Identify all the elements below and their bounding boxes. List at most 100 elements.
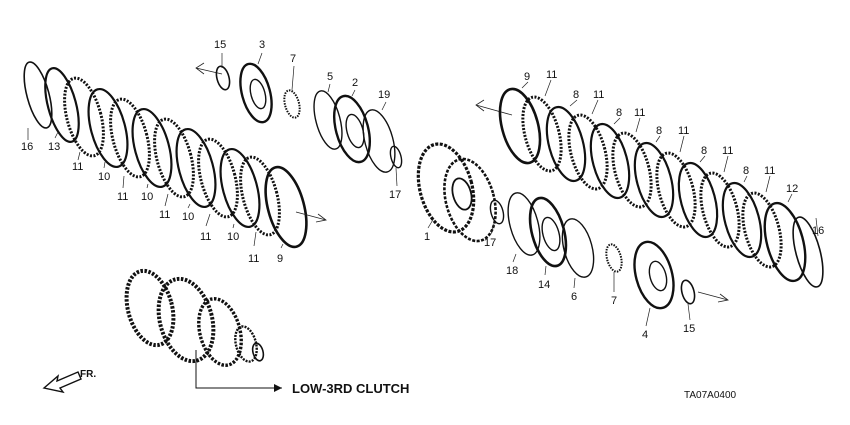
- callout-11-l2: 11: [117, 191, 128, 203]
- plate-8-d: [677, 161, 719, 239]
- o-ring-6: [561, 218, 595, 278]
- callout-leaders: [27, 52, 819, 327]
- callout-8-r3: 8: [656, 125, 662, 137]
- end-plate-12: [763, 201, 807, 283]
- disc-11-e: [239, 155, 281, 237]
- disc-11-i: [655, 151, 697, 229]
- callout-13: 13: [48, 141, 60, 153]
- assembly-shaft-gear: [234, 325, 258, 363]
- callout-11-l5: 11: [248, 253, 259, 265]
- callout-10-l1: 10: [98, 171, 110, 183]
- callout-7-upper: 7: [290, 53, 296, 65]
- caption-leader: [195, 350, 282, 389]
- callout-15-upper: 15: [214, 39, 226, 51]
- drum-hub: [451, 177, 473, 211]
- callout-10-l3: 10: [182, 211, 194, 223]
- callout-11-r4: 11: [678, 125, 689, 137]
- disc-11-a: [63, 76, 105, 158]
- callout-5: 5: [327, 71, 333, 83]
- o-ring-19: [362, 109, 396, 173]
- seal-ring-18: [507, 192, 541, 256]
- axis-arrow-upper: [195, 62, 223, 75]
- piston-3-outer: [239, 62, 273, 124]
- front-direction-label: FR.: [80, 369, 96, 380]
- drum-back: [443, 157, 497, 243]
- callout-17-upper: 17: [389, 189, 401, 201]
- spring-retainer-4-outer: [633, 240, 675, 310]
- callout-7-lower: 7: [611, 295, 617, 307]
- plate-10-c: [175, 128, 217, 208]
- callout-9-right: 9: [524, 71, 530, 83]
- callout-numbers: 15 3 7 5 2 19 9 11 8 11 8 11 8 11 8 11 8…: [21, 39, 824, 341]
- snap-ring-16-right: [792, 216, 824, 288]
- callout-17-lower: 17: [484, 237, 496, 249]
- front-direction-arrow: [42, 371, 82, 394]
- callout-9-left: 9: [277, 253, 283, 265]
- end-plate-9-left: [264, 165, 308, 249]
- plate-8-c: [633, 141, 675, 219]
- clutch-piston-2-outer: [333, 94, 371, 164]
- callout-4: 4: [642, 329, 648, 341]
- plate-10-d: [219, 148, 261, 228]
- callout-6: 6: [571, 291, 577, 303]
- disc-11-b: [109, 97, 151, 179]
- clutch-drum-1: [416, 142, 497, 243]
- piston-3-inner: [249, 78, 267, 110]
- callout-2: 2: [352, 77, 358, 89]
- right-clutch-pack: [475, 87, 824, 288]
- caption-leader-arrowhead: [274, 384, 282, 392]
- callout-16-right: 16: [812, 225, 824, 237]
- callout-11-r3: 11: [634, 107, 645, 119]
- o-ring-17-upper: [389, 145, 403, 169]
- callout-8-r1: 8: [573, 89, 579, 101]
- disc-11-k: [741, 191, 783, 269]
- callout-11-l4: 11: [200, 231, 211, 243]
- left-clutch-pack: [23, 61, 327, 249]
- callout-16-left: 16: [21, 141, 33, 153]
- snap-ring-15-lower: [680, 279, 696, 305]
- plate-8-b: [589, 122, 631, 200]
- drum-front: [416, 142, 476, 234]
- disc-11-d: [197, 137, 239, 219]
- lower-centre-parts: [489, 192, 729, 310]
- axis-arrow-lower: [697, 291, 729, 303]
- plate-8-e: [721, 181, 763, 259]
- assembly-caption: LOW-3RD CLUTCH: [292, 381, 409, 396]
- drawing-code: TA07A0400: [684, 390, 737, 401]
- callout-3: 3: [259, 39, 265, 51]
- axis-arrow-left: [295, 211, 327, 223]
- assembly-mid-pack: [156, 276, 216, 364]
- end-plate-9-right: [498, 87, 542, 165]
- callout-18: 18: [506, 265, 518, 277]
- callout-10-l4: 10: [227, 231, 239, 243]
- axis-arrow-right: [475, 99, 513, 116]
- callout-15-lower: 15: [683, 323, 695, 335]
- piston-14-inner: [541, 216, 561, 252]
- fr-arrow-icon: [42, 371, 82, 394]
- snap-ring-16-left: [23, 61, 53, 129]
- disc-11-c: [153, 117, 195, 199]
- callout-11-l1: 11: [72, 161, 83, 173]
- end-plate-13: [44, 67, 80, 143]
- callout-1: 1: [424, 231, 430, 243]
- spring-7-lower: [605, 243, 623, 273]
- o-ring-17-lower: [489, 199, 505, 225]
- callout-11-r5: 11: [722, 145, 733, 157]
- callout-11-r6: 11: [764, 165, 775, 177]
- callout-11-r2: 11: [593, 89, 604, 101]
- spring-7-upper: [283, 89, 301, 119]
- disc-11-h: [611, 131, 653, 209]
- assembly-rear-pack: [124, 268, 176, 348]
- plate-10-a: [87, 88, 129, 168]
- callout-8-r5: 8: [743, 165, 749, 177]
- disc-11-f: [521, 95, 563, 173]
- callout-11-l3: 11: [159, 209, 170, 221]
- callout-19: 19: [378, 89, 390, 101]
- plate-8-a: [545, 105, 587, 183]
- callout-12: 12: [786, 183, 798, 195]
- callout-14: 14: [538, 279, 550, 291]
- assembled-clutch-illustration: [124, 268, 282, 392]
- plate-10-b: [131, 108, 173, 188]
